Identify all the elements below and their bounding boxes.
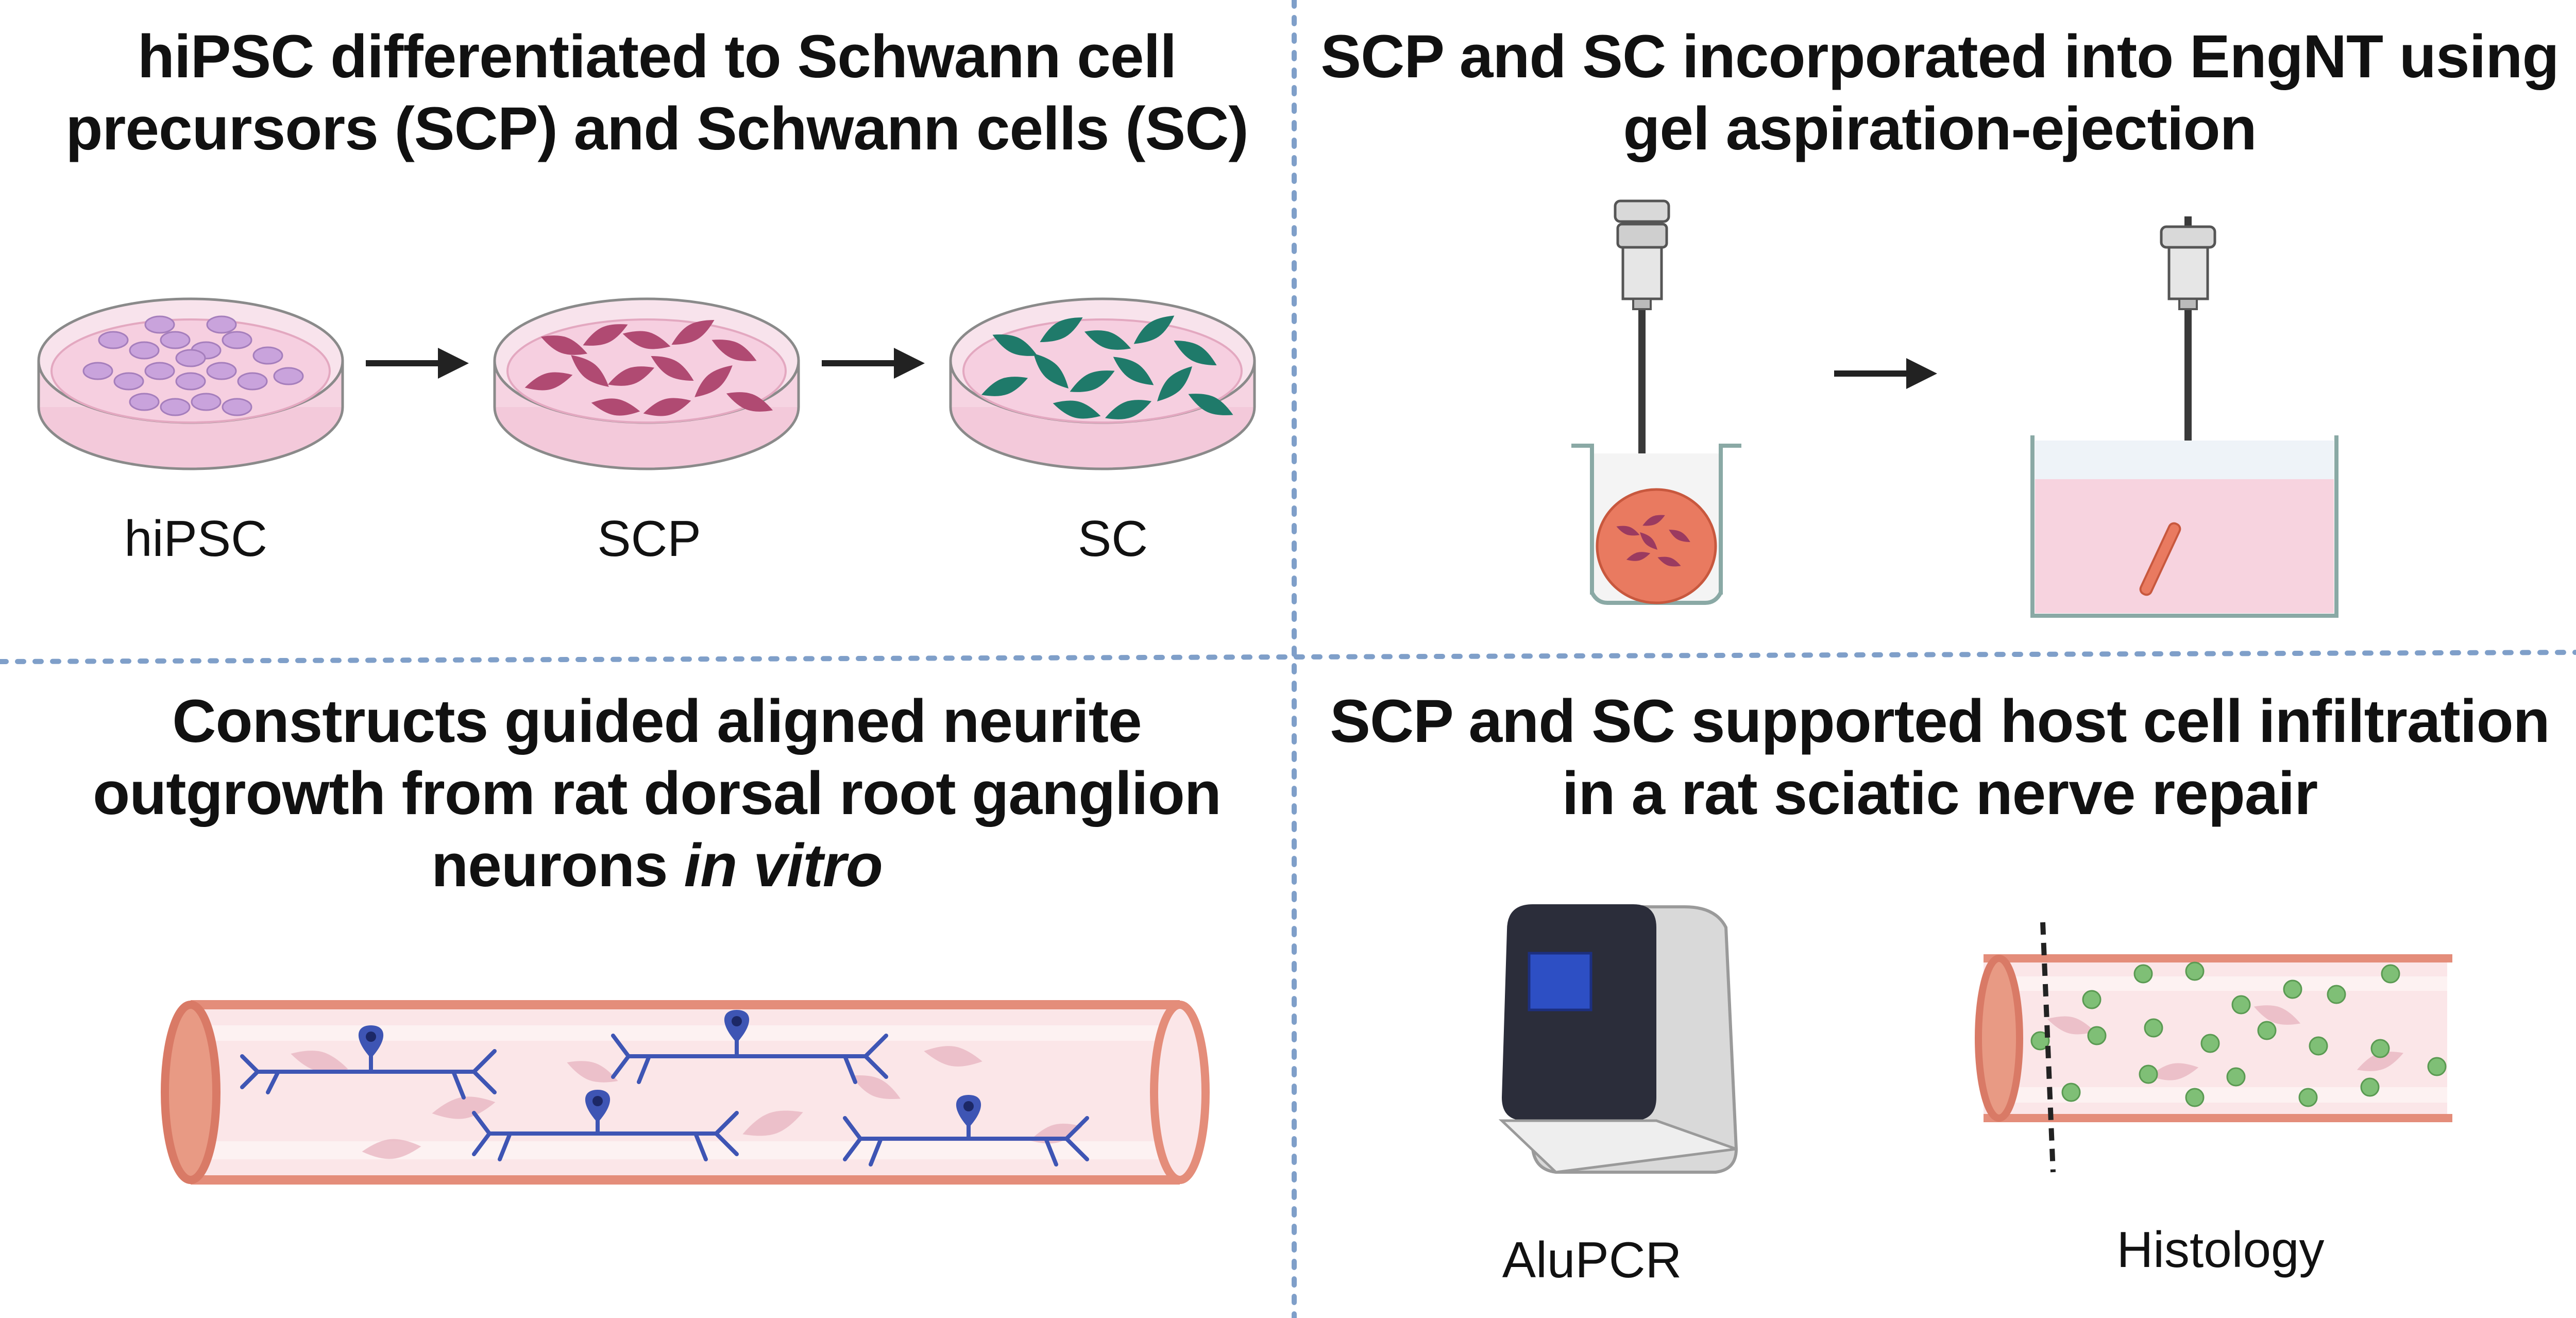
top-left-title: hiPSC differentiated to Schwann cell pre…	[31, 21, 1283, 165]
label-alupcr: AluPCR	[1502, 1231, 1682, 1288]
gel-blob	[1596, 488, 1717, 604]
title-line: SCP and SC incorporated into EngNT using	[1320, 23, 2559, 91]
pcr-screen	[1528, 952, 1592, 1011]
title-line: precursors (SCP) and Schwann cells (SC)	[65, 95, 1248, 163]
horizontal-divider	[0, 650, 2576, 664]
label-histology: Histology	[2116, 1221, 2325, 1278]
label-scp: SCP	[597, 510, 701, 567]
title-line: outgrowth from rat dorsal root ganglion	[93, 759, 1222, 827]
infiltrating-cells	[2030, 961, 2447, 1107]
title-plain: neurons	[431, 832, 684, 900]
cut-line-icon	[2040, 922, 2056, 1173]
title-line-3: neurons in vitro	[31, 830, 1283, 902]
arrow-right-icon	[1834, 358, 1937, 389]
bottom-left-title: Constructs guided aligned neurite outgro…	[31, 685, 1283, 902]
title-line: gel aspiration-ejection	[1623, 95, 2257, 163]
media-bath-icon	[2030, 435, 2338, 618]
engnt-construct	[2139, 522, 2181, 596]
label-hipsc: hiPSC	[124, 510, 267, 567]
top-right-title: SCP and SC incorporated into EngNT using…	[1309, 21, 2571, 165]
beaker-icon	[1571, 444, 1741, 605]
title-line: Constructs guided aligned neurite	[172, 687, 1142, 755]
petri-dish-sc	[951, 299, 1255, 469]
pcr-machine-icon	[1498, 904, 1738, 1174]
bottom-right-title: SCP and SC supported host cell infiltrat…	[1309, 685, 2571, 830]
petri-dish-scp	[495, 299, 799, 469]
title-italic: in vitro	[684, 832, 883, 900]
petri-dish-hipsc	[39, 299, 343, 469]
arrow-right-icon	[366, 348, 469, 379]
title-line: SCP and SC supported host cell infiltrat…	[1330, 687, 2550, 755]
syringe-icon	[2160, 216, 2216, 505]
nerve-conduit-icon	[161, 1000, 1210, 1185]
histology-nerve-icon	[1975, 922, 2452, 1173]
title-line: in a rat sciatic nerve repair	[1562, 759, 2318, 827]
arrow-right-icon	[822, 348, 925, 379]
label-sc: SC	[1077, 510, 1148, 567]
syringe-icon	[1614, 199, 1670, 515]
title-line: hiPSC differentiated to Schwann cell	[137, 23, 1177, 91]
